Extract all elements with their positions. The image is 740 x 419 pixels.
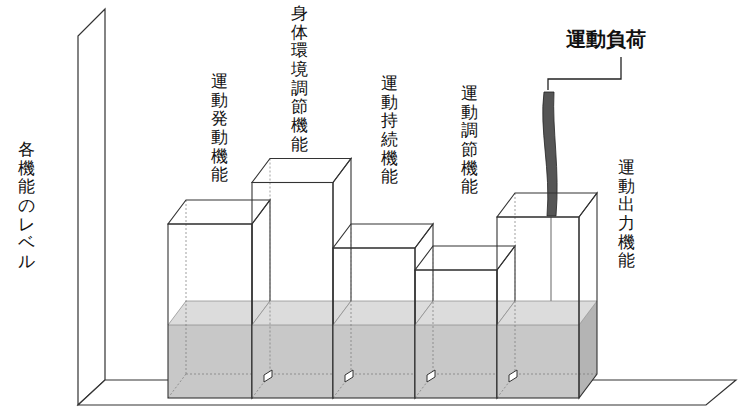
connecting-opening: [509, 370, 517, 382]
tank-front: [415, 270, 497, 398]
load-stream: [543, 92, 557, 216]
tank-label-holder: 運動発動機能: [211, 72, 228, 184]
water-front: [168, 325, 252, 398]
load-label: 運動負荷: [566, 26, 646, 53]
leader-line: [548, 57, 621, 90]
tank-front: [333, 248, 415, 398]
water-front: [497, 325, 579, 398]
label-holder: 運動負荷: [566, 26, 646, 53]
hidden-edge: [515, 374, 597, 375]
water-front: [252, 325, 333, 398]
water-front: [415, 325, 497, 398]
tank-label-holder: 運動持続機能: [381, 74, 398, 186]
tank-side: [579, 193, 597, 398]
connecting-opening: [345, 370, 353, 382]
tank-front: [168, 224, 252, 398]
function-label: 運動出力機能: [618, 158, 635, 270]
hidden-edge: [433, 246, 434, 374]
hidden-edge: [515, 193, 516, 374]
axis-wall: [78, 9, 105, 405]
function-label: 運動発動機能: [211, 72, 228, 184]
connecting-opening: [264, 370, 272, 382]
tank-label-holder: 運動調節機能: [461, 84, 478, 196]
tank-front: [252, 183, 333, 399]
function-label: 身体環境調節機能: [291, 4, 308, 154]
water-surface: [497, 301, 597, 325]
label-holder: 各機能のレベル: [18, 140, 35, 271]
function-label: 運動持続機能: [381, 74, 398, 186]
tank-front: [497, 217, 579, 398]
hidden-edge: [168, 374, 186, 398]
water-front: [333, 325, 415, 398]
hidden-edge: [270, 159, 271, 375]
tank-label-holder: 身体環境調節機能: [291, 4, 308, 154]
function-label: 運動調節機能: [461, 84, 478, 196]
tank-outline: [495, 156, 637, 400]
hidden-edge: [351, 224, 352, 374]
level-tank: 運動出力機能: [495, 156, 637, 400]
axis-label: 各機能のレベル: [18, 140, 35, 271]
tank-label-holder: 運動出力機能: [618, 158, 635, 270]
hidden-edge: [186, 200, 187, 374]
connecting-opening: [427, 370, 435, 382]
